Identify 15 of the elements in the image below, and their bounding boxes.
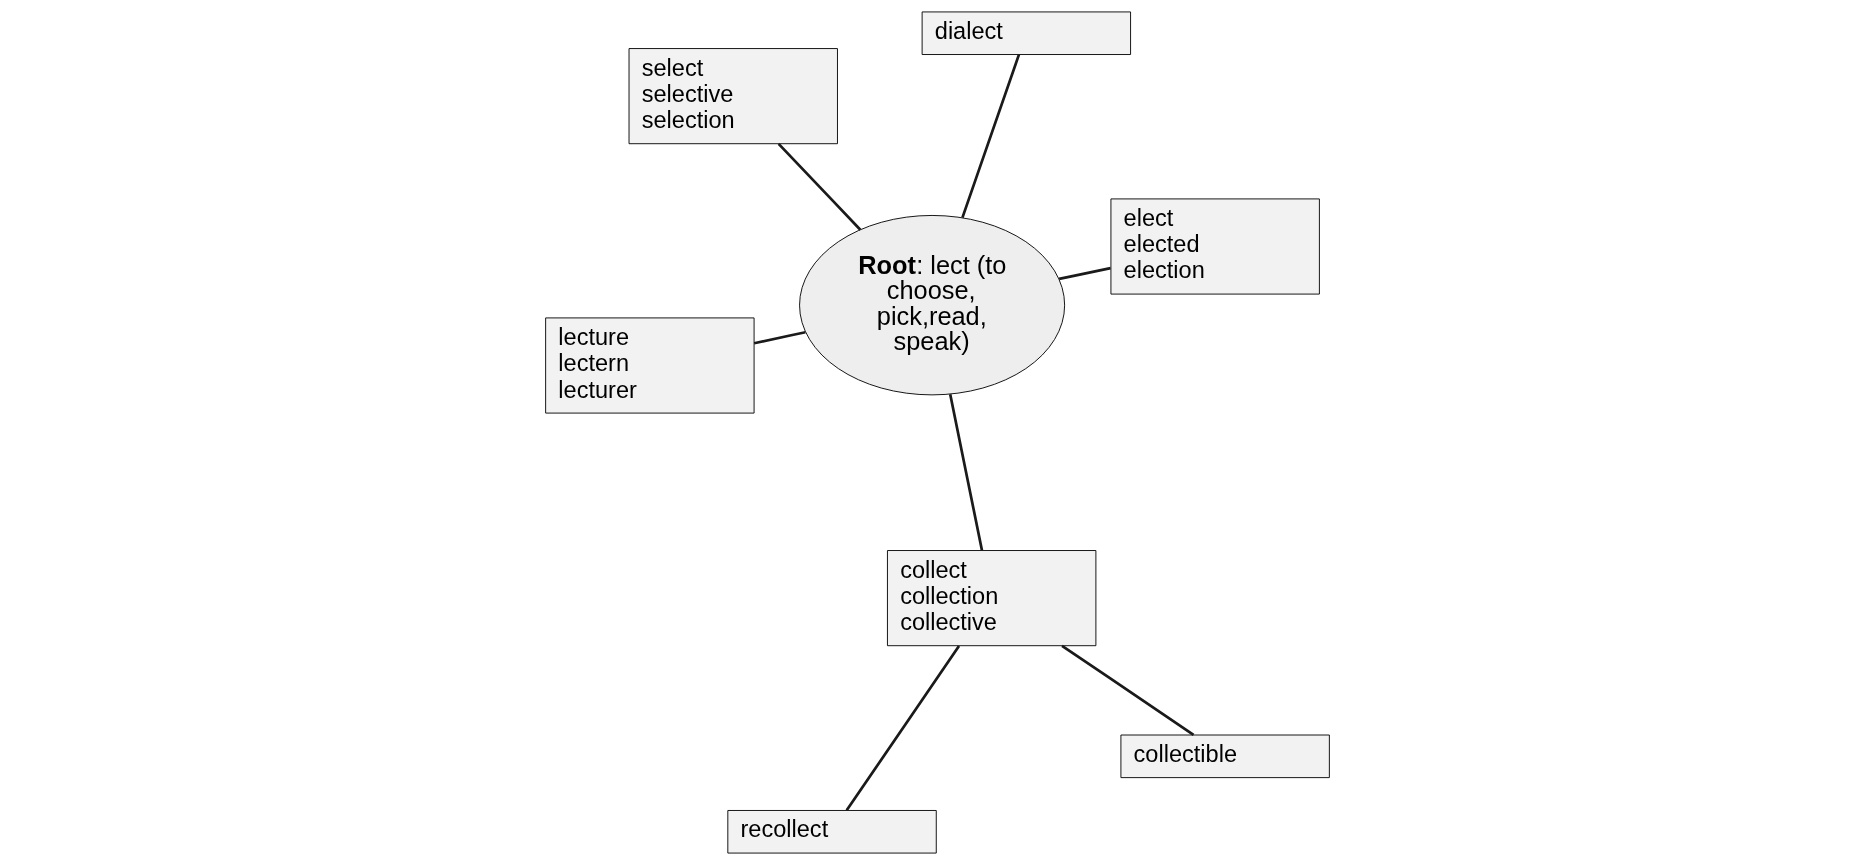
connector [1058,266,1111,281]
node-box: collect collection collective [887,550,1097,647]
connector [961,54,1021,219]
connector [1061,644,1195,737]
node-box: select selective selection [628,48,838,145]
node-box: lecture lectern lecturer [545,317,755,414]
node-ellipse: Root: lect (to choose, pick,read, speak) [799,215,1066,396]
connector [845,645,961,812]
node-box: recollect [727,810,937,854]
connector [777,142,862,231]
node-box: elect elected election [1110,198,1320,295]
node-box: dialect [921,11,1132,55]
connector [753,330,806,345]
connector [948,393,984,551]
node-box: collectible [1120,734,1330,779]
